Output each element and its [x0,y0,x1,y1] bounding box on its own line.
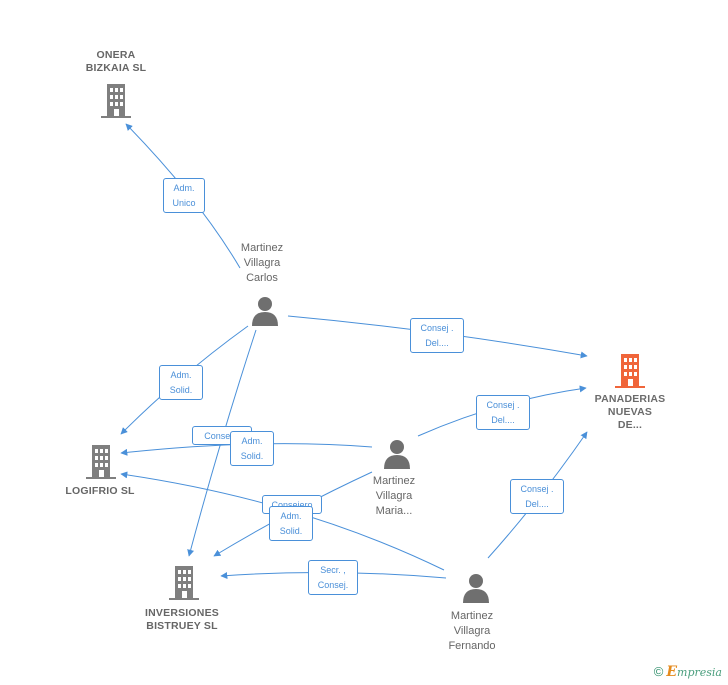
maria-label[interactable]: Martinez Villagra Maria... [354,474,434,519]
fernando-label-line3: Fernando [448,640,496,652]
relation-line: Del.... [491,415,515,425]
relation-label-adm-solid-carlos[interactable]: Adm. Solid. [159,365,203,400]
maria-label-line2: Villagra [375,490,413,502]
relation-line: Unico [172,198,196,208]
relation-line: Adm. [170,370,192,380]
carlos-label-line2: Villagra [243,257,281,269]
logifrio-building-icon[interactable] [85,445,117,479]
fernando-person-icon[interactable] [461,573,491,603]
relation-line: Solid. [279,526,303,536]
inversiones-building-icon[interactable] [168,566,200,600]
carlos-label[interactable]: Martinez Villagra Carlos [222,241,302,286]
relation-line: Solid. [169,385,193,395]
fernando-label-line2: Villagra [453,625,491,637]
logifrio-label-line1: LOGIFRIO SL [65,485,135,497]
empresia-logo: Empresia [666,664,722,680]
relation-line: Adm. [241,436,263,446]
relation-line: Consej. [317,580,349,590]
relation-line: Consej . [486,400,520,410]
brand-rest: mpresia [677,666,722,679]
maria-person-icon[interactable] [382,439,412,469]
relation-label-consej-del-fernando[interactable]: Consej . Del.... [510,479,564,514]
inversiones-label-line1: INVERSIONES [145,607,219,619]
relation-line: Consej... [204,431,240,441]
onera-building-icon[interactable] [100,84,132,118]
maria-label-line1: Martinez [372,475,416,487]
relation-line: Solid. [240,451,264,461]
fernando-label[interactable]: Martinez Villagra Fernando [432,609,512,654]
copyright-symbol: © [653,664,664,679]
relation-line: Del.... [525,499,549,509]
relation-label-secr-consej[interactable]: Secr. , Consej. [308,560,358,595]
maria-label-line3: Maria... [375,505,413,517]
copyright-brand: © Empresia [654,664,722,680]
inversiones-label-line2: BISTRUEY SL [146,620,218,632]
brand-initial: E [666,664,678,680]
carlos-label-line3: Carlos [246,272,278,284]
panaderias-label-line2: NUEVAS [607,406,653,418]
onera-label-line1: ONERA [96,49,136,61]
panaderias-label-line1: PANADERIAS [594,393,666,405]
relation-line: Consej . [420,323,454,333]
relation-line: Adm. [280,511,302,521]
relation-label-adm-solid-maria[interactable]: Adm. Solid. [230,431,274,466]
onera-label-line2: BIZKAIA SL [85,62,147,74]
onera-label[interactable]: ONERA BIZKAIA SL [66,49,166,75]
relation-line: Consej . [520,484,554,494]
relation-line: Del.... [425,338,449,348]
relation-label-adm-solid-maria-inversiones[interactable]: Adm. Solid. [269,506,313,541]
relation-label-consej-del-maria[interactable]: Consej . Del.... [476,395,530,430]
relation-label-adm-unico[interactable]: Adm. Unico [163,178,205,213]
logifrio-label[interactable]: LOGIFRIO SL [50,485,150,498]
panaderias-label-line3: DE... [617,419,643,431]
inversiones-label[interactable]: INVERSIONES BISTRUEY SL [132,607,232,633]
relation-line: Consejero [271,500,313,510]
carlos-label-line1: Martinez [240,242,284,254]
panaderias-label[interactable]: PANADERIAS NUEVAS DE... [578,393,682,432]
relation-label-consej-del-carlos[interactable]: Consej . Del.... [410,318,464,353]
panaderias-building-icon[interactable] [614,354,646,388]
relation-line: Secr. , [320,565,346,575]
fernando-label-line1: Martinez [450,610,494,622]
relation-line: Adm. [173,183,195,193]
carlos-person-icon[interactable] [250,296,280,326]
